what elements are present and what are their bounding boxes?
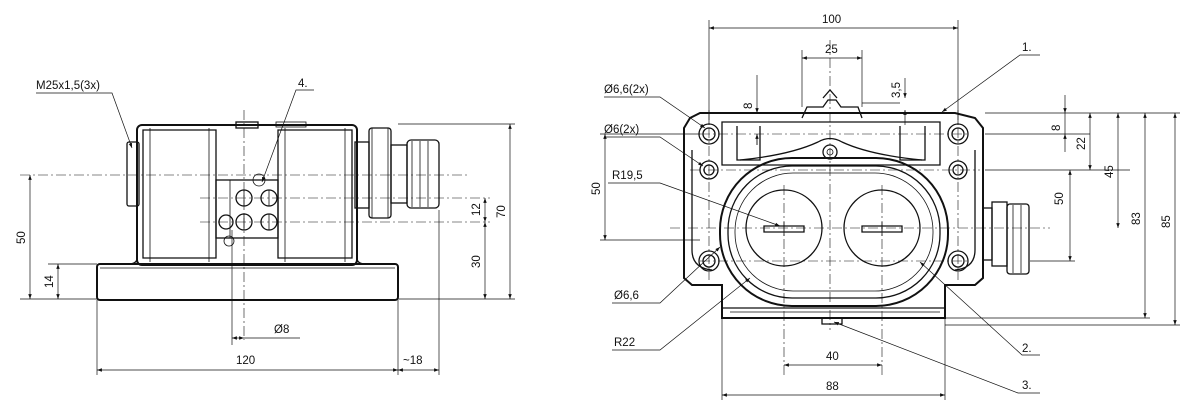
dim-45: 45 [1104, 165, 1116, 178]
left-cable-gland [126, 141, 140, 207]
dim-8-right: 8 [1051, 125, 1063, 131]
dim-d8-side: Ø8 [274, 324, 289, 336]
side-view: M25x1,5(3x) 4. 50 14 12 70 30 120 ~18 Ø8 [16, 78, 515, 375]
dim-3-5: 3,5 [891, 82, 903, 98]
hole-6-2x: Ø6(2x) [604, 124, 639, 136]
item-4-label: 4. [298, 78, 308, 90]
hole-66: Ø6,6 [614, 290, 639, 302]
dim-50-side: 50 [16, 231, 28, 244]
item-1-label: 1. [1022, 42, 1032, 54]
dim-88: 88 [826, 381, 839, 393]
dim-18-side: ~18 [403, 355, 423, 367]
terminal-block [215, 179, 279, 239]
dim-83: 83 [1131, 212, 1143, 225]
dim-100: 100 [822, 14, 841, 26]
dim-8-top: 8 [743, 103, 755, 109]
dim-30-side: 30 [471, 255, 483, 268]
thread-label: M25x1,5(3x) [36, 80, 100, 92]
radius-19-5: R19,5 [612, 170, 643, 182]
hole-66-2x: Ø6,6(2x) [604, 84, 649, 96]
item-2-label: 2. [1022, 343, 1032, 355]
dim-70-side: 70 [496, 205, 508, 218]
oval-cover-outer [719, 157, 949, 307]
dim-14-side: 14 [44, 275, 56, 288]
dim-40: 40 [826, 351, 839, 363]
radius-22: R22 [614, 337, 635, 349]
base-flange [96, 263, 399, 301]
housing-body [136, 124, 358, 266]
dim-50-left: 50 [591, 182, 603, 195]
front-cable-gland [982, 201, 1030, 275]
dim-85: 85 [1161, 215, 1173, 228]
dim-50-right: 50 [1054, 192, 1066, 205]
dim-12-side: 12 [471, 203, 483, 216]
item-3-label: 3. [1022, 380, 1032, 392]
dim-120-side: 120 [236, 355, 255, 367]
dim-25: 25 [825, 44, 838, 56]
front-view: 100 25 8 3,5 8 22 45 50 83 85 50 Ø6,6(2x… [591, 14, 1180, 400]
right-cable-gland [354, 127, 440, 219]
dim-22: 22 [1076, 137, 1088, 150]
